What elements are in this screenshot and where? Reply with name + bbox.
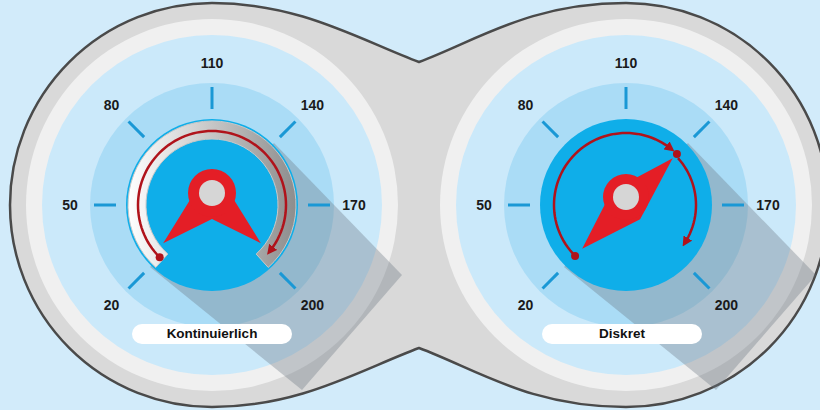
scale-number: 200: [301, 297, 324, 313]
scale-number: 20: [518, 297, 534, 313]
gauge-dial: [440, 19, 816, 391]
gauge-dial: [26, 19, 402, 391]
scale-number: 20: [104, 297, 120, 313]
mode-label: Diskret: [542, 324, 702, 344]
scale-number: 170: [756, 197, 779, 213]
scale-number: 110: [201, 55, 224, 71]
scale-number: 140: [715, 97, 738, 113]
scale-number: 80: [104, 97, 120, 113]
scale-number: 50: [476, 197, 492, 213]
scale-number: 200: [715, 297, 738, 313]
mode-text: Kontinuierlich: [144, 325, 280, 343]
scale-number: 140: [301, 97, 324, 113]
mode-text: Diskret: [554, 325, 690, 343]
gauge-housing: [10, 3, 820, 407]
scale-number: 170: [342, 197, 365, 213]
mode-label: Kontinuierlich: [132, 324, 292, 344]
scale-number: 80: [518, 97, 534, 113]
scale-number: 110: [615, 55, 638, 71]
scale-number: 50: [62, 197, 78, 213]
